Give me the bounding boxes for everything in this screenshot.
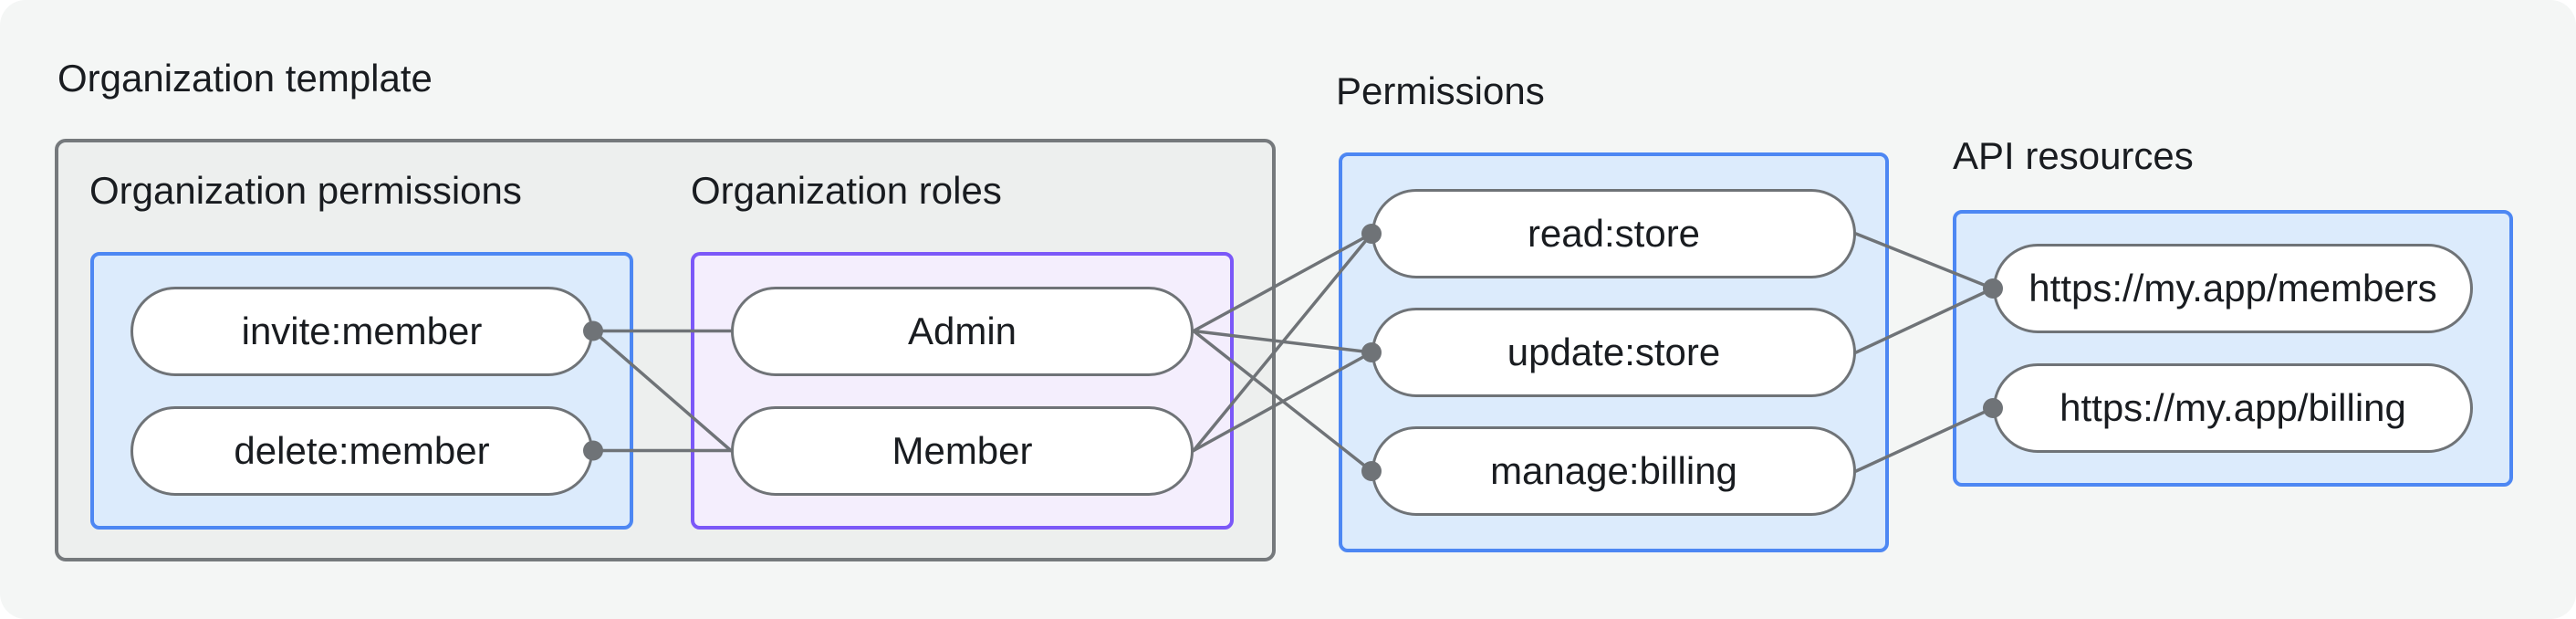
node-pill-admin: Admin [731, 286, 1194, 376]
api-resources-box: https://my.app/members https://my.app/bil… [1953, 210, 2513, 487]
node-pill-billing: https://my.app/billing [1993, 363, 2473, 453]
node-pill-member: Member [731, 405, 1194, 496]
api-resources-label: API resources [1953, 134, 2194, 177]
organization-permissions-box: invite:member delete:member [90, 252, 633, 530]
node-pill-update: update:store [1371, 308, 1856, 397]
organization-template-label: Organization template [57, 57, 433, 100]
node-pill-manage: manage:billing [1371, 426, 1856, 516]
permissions-pill-stack: read:store update:store manage:billing [1342, 156, 1885, 549]
permissions-label: Permissions [1336, 69, 1545, 112]
node-pill-invite: invite:member [130, 286, 593, 376]
organization-permissions-label: Organization permissions [89, 169, 522, 212]
node-pill-members: https://my.app/members [1993, 244, 2473, 333]
organization-permissions-pill-stack: invite:member delete:member [94, 256, 630, 526]
organization-roles-label: Organization roles [691, 169, 1002, 212]
node-pill-delete: delete:member [130, 405, 593, 496]
api-resources-pill-stack: https://my.app/members https://my.app/bil… [1956, 214, 2509, 483]
permissions-box: read:store update:store manage:billing [1339, 152, 1889, 552]
node-pill-read: read:store [1371, 189, 1856, 278]
